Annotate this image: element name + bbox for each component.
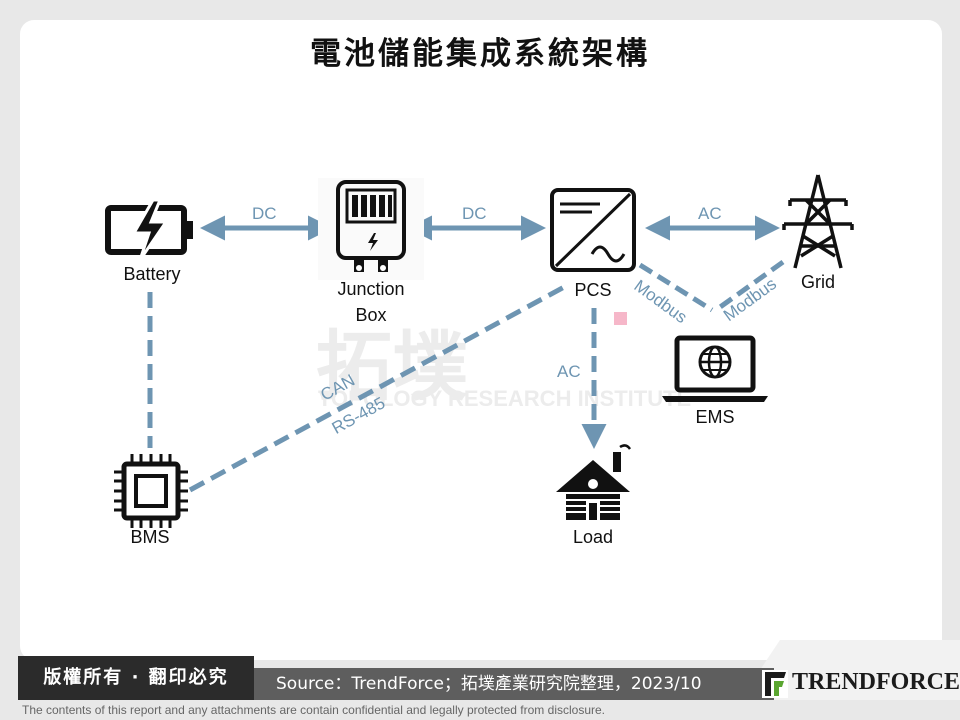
- edge-label-battery-junction: DC: [252, 204, 277, 223]
- watermark-cn: 拓墣: [316, 325, 468, 410]
- watermark-en: TOPOLOGY RESEARCH INSTITUTE: [318, 386, 692, 411]
- label-grid: Grid: [800, 272, 835, 292]
- edge-pcs-ems: [638, 262, 714, 313]
- label-junction-line1: Junction: [337, 279, 405, 299]
- label-bms: BMS: [130, 527, 170, 547]
- copyright-banner: 版權所有 · 翻印必究: [18, 656, 254, 700]
- source-banner: Source：TrendForce；拓墣產業研究院整理，2023/10: [254, 668, 774, 700]
- disclaimer-text: The contents of this report and any atta…: [22, 703, 605, 717]
- label-junction-line2: Box: [355, 305, 387, 325]
- diagram-card: [20, 20, 942, 660]
- junction-box-icon: [318, 178, 424, 280]
- label-battery: Battery: [123, 264, 181, 284]
- battery-charging-icon: [105, 198, 193, 261]
- edge-label-pcs-load: AC: [557, 362, 581, 381]
- trendforce-logo-icon: [762, 670, 788, 698]
- chip-icon: [114, 454, 188, 528]
- pink-marker: [614, 312, 627, 325]
- transmission-tower-icon: [782, 174, 854, 269]
- edge-label-junction-pcs: DC: [462, 204, 487, 223]
- brand-name: TRENDFORCE: [792, 669, 960, 695]
- page-title: 電池儲能集成系統架構: [310, 36, 650, 72]
- house-icon: [556, 444, 632, 520]
- edge-grid-ems: [714, 259, 785, 313]
- laptop-globe-icon: [662, 335, 768, 402]
- inverter-icon: [550, 188, 636, 272]
- label-load: Load: [572, 527, 614, 547]
- label-pcs: PCS: [574, 280, 612, 300]
- edge-label-pcs-grid: AC: [698, 204, 722, 223]
- label-ems: EMS: [695, 407, 735, 427]
